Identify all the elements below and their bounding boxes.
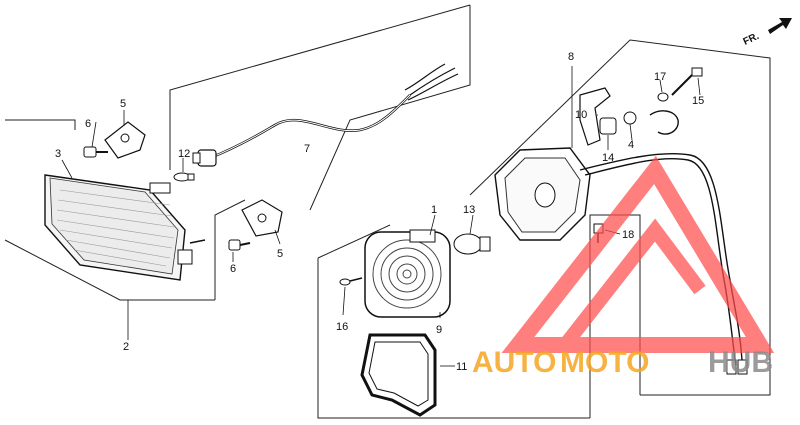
front-direction-indicator: FR.	[742, 18, 792, 48]
stay-bracket-icon	[579, 87, 611, 146]
watermark-logo	[501, 155, 775, 353]
group-outline-headlight	[4, 4, 471, 301]
watermark-text: AUTO MOTO HUB	[472, 346, 773, 379]
callout-4: 4	[628, 139, 634, 151]
callout-12: 12	[178, 148, 190, 160]
bolt-icon	[228, 239, 251, 251]
grommet-icon	[599, 117, 617, 135]
wiring-harness	[209, 63, 459, 160]
callout-3: 3	[55, 148, 61, 160]
front-label: FR.	[742, 31, 761, 48]
screw-icon	[339, 277, 363, 286]
bracket-icon	[104, 121, 146, 159]
gasket-icon	[360, 333, 437, 417]
callout-11: 11	[456, 361, 467, 373]
washer-icon	[657, 92, 669, 102]
small-bulb-icon	[173, 172, 195, 182]
watermark-text-hub: HUB	[708, 346, 773, 379]
bracket-icon	[241, 199, 283, 237]
watermark-text-auto: AUTO	[472, 346, 556, 379]
callout-6: 6	[230, 263, 236, 275]
callout-6: 6	[85, 118, 91, 130]
bolt-icon	[83, 146, 108, 158]
arrow-icon	[768, 18, 792, 34]
callout-2: 2	[123, 341, 129, 353]
callout-labels: 3 5 6 12 7 2 6 5 1 13 8 10 16 9 11 14 4 …	[55, 51, 704, 373]
callout-5: 5	[120, 98, 126, 110]
lamp-housing	[494, 147, 591, 241]
callout-9: 9	[436, 324, 442, 336]
clamp-icon	[649, 110, 679, 135]
leader-lines	[61, 66, 701, 367]
watermark-text-moto: MOTO	[560, 346, 649, 379]
callout-8: 8	[568, 51, 574, 63]
callout-13: 13	[463, 204, 475, 216]
callout-17: 17	[654, 71, 666, 83]
callout-18: 18	[622, 229, 634, 241]
callout-15: 15	[692, 95, 704, 107]
socket-icon	[192, 149, 217, 167]
callout-5: 5	[277, 248, 283, 260]
callout-1: 1	[431, 204, 437, 216]
callout-16: 16	[336, 321, 348, 333]
callout-14: 14	[602, 152, 614, 164]
callout-7: 7	[304, 143, 310, 155]
nut-icon	[623, 111, 637, 125]
headlight-assembly	[44, 174, 206, 281]
bolt-icon	[671, 67, 703, 96]
lens-icon	[364, 229, 451, 318]
bulb-icon	[453, 233, 491, 255]
callout-10: 10	[575, 109, 587, 121]
